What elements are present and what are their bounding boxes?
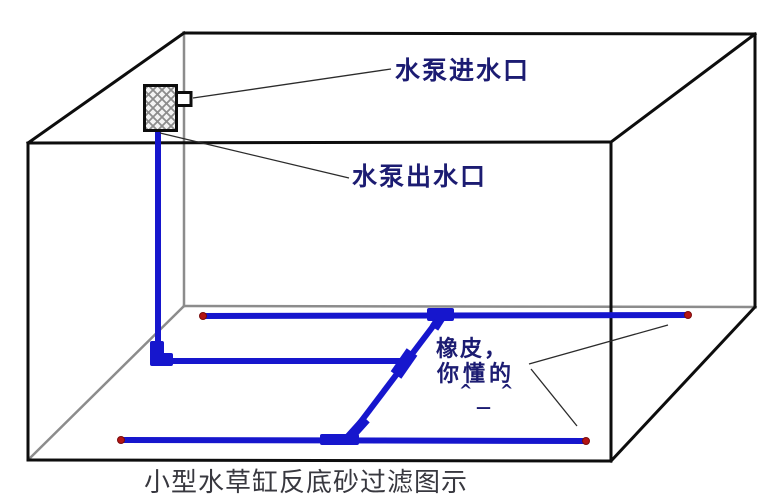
label-rubber-line2: 你懂的 [436,361,515,387]
tank-edge-top-front [26,140,613,145]
tank-edge-top-back [182,31,757,36]
label-rubber-eyes: ^ ^ [459,381,524,400]
tank-edge-top-right-diagonal [608,31,758,145]
pointer-line-rubber-upper [528,324,669,365]
pipe-end-cap [684,311,692,319]
pump [143,84,193,132]
diagram-caption: 小型水草缸反底砂过滤图示 [144,468,468,498]
label-rubber-mouth: — [476,398,491,416]
tank-edge-top-left-diagonal [25,30,187,146]
pipe-bottom-horizontal [121,437,586,444]
pump-body [143,84,178,132]
pointer-line-pump-inlet [192,68,392,99]
pointer-lines [159,68,669,427]
label-pump-inlet: 水泵进水口 [395,56,530,85]
pump-inlet-nozzle [174,91,193,107]
pipe-network [117,128,692,445]
pipe-diagonal [350,319,440,434]
pipe-tee-fitting [427,308,454,321]
pipe-end-cap [582,437,590,445]
tank-edge-bottom-right-diagonal [608,304,758,464]
tank-edge-bottom-back [182,304,757,309]
pipe-end-cap [199,312,207,320]
label-rubber-line1: 橡皮， [436,336,508,362]
pointer-line-pump-outlet [159,132,350,179]
tank-wireframe [25,30,758,464]
pipe-end-cap [117,436,125,444]
pipe-cross-fitting [390,348,418,379]
pointer-line-rubber-lower [530,368,578,427]
labels: 水泵进水口 水泵出水口 橡皮， 你懂的 ^ ^ — 小型水草缸反底砂过滤图示 [144,56,530,498]
tank-edge-bottom-front [26,458,613,463]
label-pump-outlet: 水泵出水口 [352,162,487,191]
